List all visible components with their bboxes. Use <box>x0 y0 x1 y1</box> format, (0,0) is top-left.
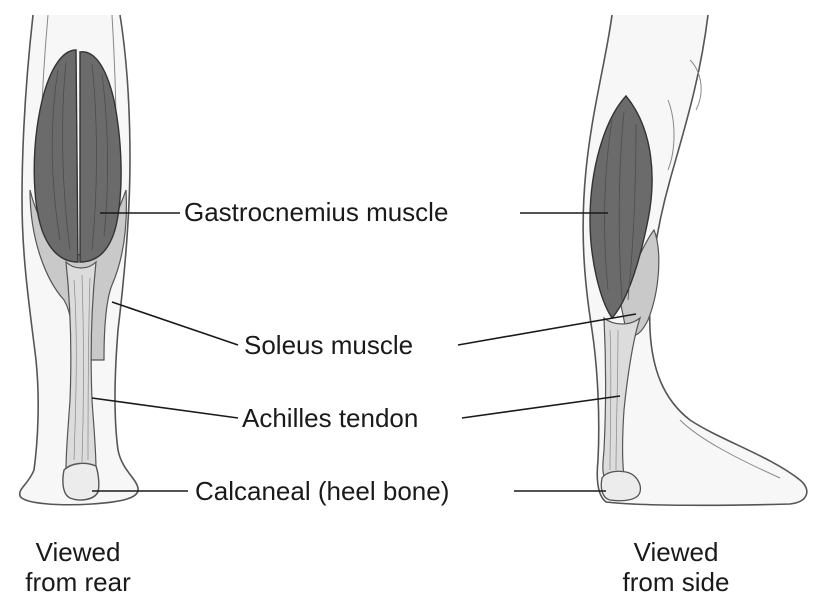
label-calcaneal-heel-bone: Calcaneal (heel bone) <box>195 478 449 504</box>
side-calcaneal-bone <box>601 471 640 500</box>
caption-rear-line-1: Viewed <box>8 537 148 567</box>
rear-view-leg <box>20 15 138 505</box>
caption-viewed-from-rear: Viewed from rear <box>8 537 148 597</box>
leader-soleus-left <box>112 302 238 345</box>
rear-calcaneal-bone <box>63 463 99 500</box>
side-view-leg <box>583 15 807 505</box>
caption-rear-line-2: from rear <box>8 567 148 597</box>
label-soleus-muscle: Soleus muscle <box>244 332 413 358</box>
label-gastrocnemius-muscle: Gastrocnemius muscle <box>184 199 448 225</box>
caption-side-line-2: from side <box>606 567 746 597</box>
leader-achilles-right <box>462 396 620 418</box>
rear-achilles-tendon <box>66 262 96 470</box>
caption-side-line-1: Viewed <box>606 537 746 567</box>
caption-viewed-from-side: Viewed from side <box>606 537 746 597</box>
label-achilles-tendon: Achilles tendon <box>242 405 418 431</box>
